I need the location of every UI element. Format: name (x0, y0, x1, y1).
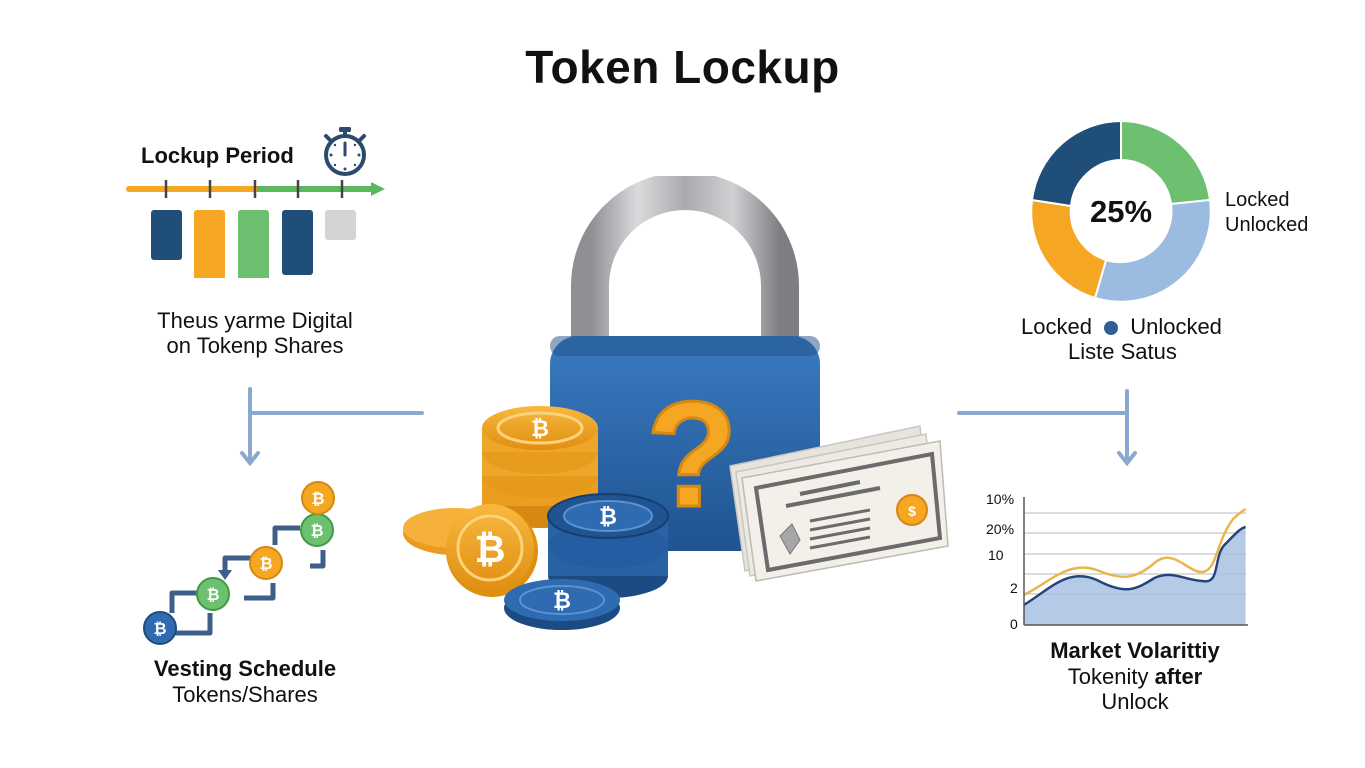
svg-text:₿: ₿ (553, 588, 571, 613)
vesting-schedule-sublabel: Tokens/Shares (172, 682, 318, 707)
left-connector-arrow (240, 387, 424, 467)
donut-legend-unlocked: Unlocked (1225, 214, 1309, 236)
svg-text:$: $ (908, 503, 916, 519)
svg-text:₿: ₿ (311, 490, 324, 508)
y-tick-2: 20% (986, 521, 1015, 537)
market-volatility-chart (1023, 497, 1248, 626)
lockup-caption-line2: on Tokenp Shares (166, 333, 344, 358)
vesting-schedule-label: Vesting Schedule (153, 656, 337, 681)
stopwatch-icon (324, 127, 366, 176)
padlock-icon: ? ₿ ₿ ₿ ₿ (403, 176, 949, 630)
page-title: Token Lockup (525, 41, 840, 93)
volatility-subtitle-line2: Unlock (1101, 689, 1169, 714)
right-connector-arrow (957, 389, 1137, 467)
coin-symbol: ₿ (153, 620, 166, 638)
donut-legend-locked: Locked (1225, 189, 1290, 211)
lockup-timeline (126, 180, 385, 278)
legend-dot-icon (1104, 321, 1119, 335)
y-tick-4: 2 (1010, 580, 1018, 596)
volatility-subtitle-b: after (1154, 664, 1203, 689)
share-certificate-icon: $ (729, 425, 949, 582)
donut-bottom-legend-locked: Locked (1021, 314, 1092, 339)
donut-caption: Liste Satus (1068, 339, 1177, 364)
question-mark-icon: ? (646, 370, 738, 538)
svg-text:₿: ₿ (531, 416, 549, 441)
svg-text:₿: ₿ (475, 529, 506, 571)
svg-text:₿: ₿ (206, 586, 219, 604)
y-tick-3: 10 (988, 547, 1004, 563)
donut-bottom-legend-unlocked: Unlocked (1130, 314, 1222, 339)
lockup-period-label: Lockup Period (141, 143, 294, 168)
svg-text:₿: ₿ (259, 555, 272, 573)
vesting-staircase: ₿ ₿ ₿ ₿ ₿ (143, 481, 335, 645)
blue-coin-stack: ₿ (547, 493, 669, 598)
volatility-title: Market Volarittiy (1050, 638, 1220, 663)
svg-text:₿: ₿ (599, 504, 617, 529)
lock-status-donut-chart (1030, 120, 1212, 302)
donut-center-label: 25% (1089, 194, 1153, 229)
lockup-caption-line1: Theus yarme Digital (157, 308, 353, 333)
y-tick-5: 0 (1010, 616, 1018, 632)
svg-text:₿: ₿ (310, 522, 323, 540)
volatility-subtitle-a: Tokenity (1067, 664, 1155, 689)
gold-coin-stack: ₿ (482, 406, 598, 528)
y-tick-1: 10% (986, 491, 1015, 507)
